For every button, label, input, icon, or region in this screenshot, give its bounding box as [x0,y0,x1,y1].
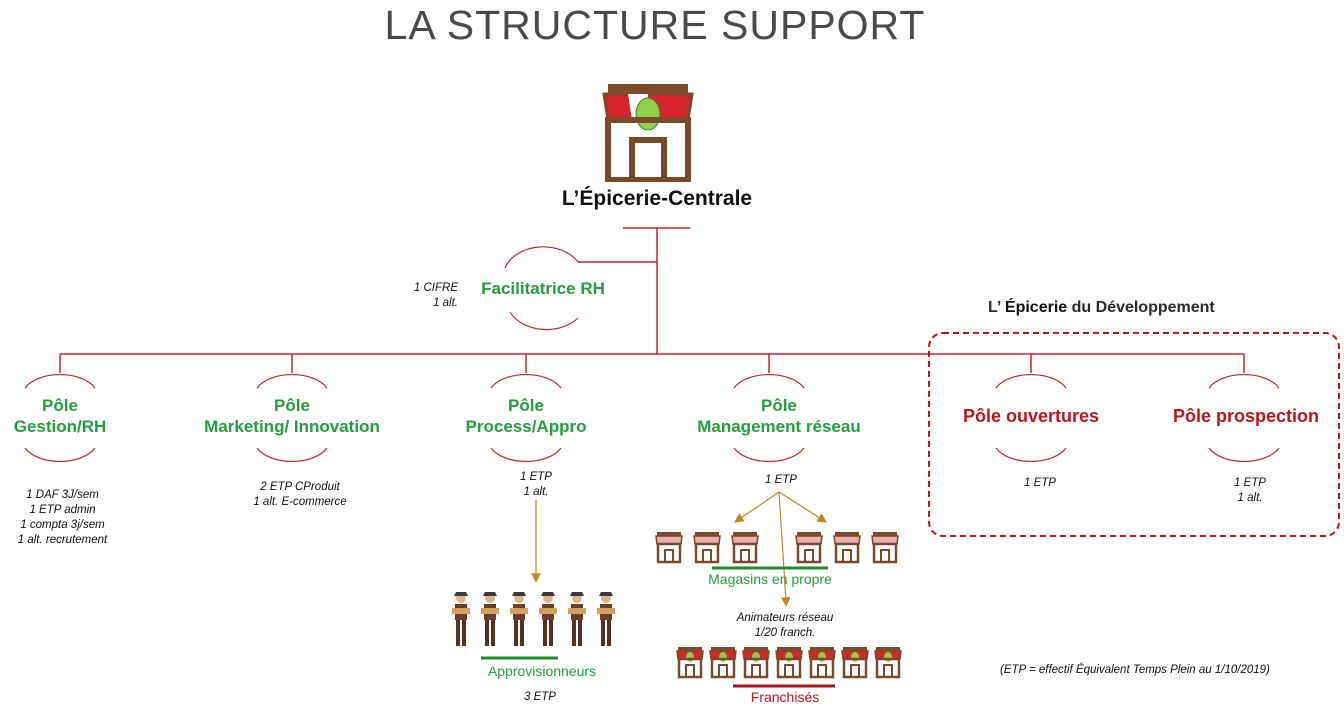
page-title: LA STRUCTURE SUPPORT [384,2,926,48]
note-line: 1 alt. [1237,492,1263,504]
pole-line: Process/Appro [465,417,587,436]
pole-prospection-notes: 1 ETP 1 alt. [1210,476,1290,506]
hq-name: L’Épicerie-Centrale [561,187,753,210]
facilitatrice-note-line: 1 alt. [433,297,458,309]
note-line: 1 ETP [1234,477,1266,489]
note-line: Animateurs réseau [736,612,834,624]
note-line: 2 ETP CProduit [260,481,340,493]
franchises-icons [676,645,906,681]
footnote: (ETP = effectif Équivalent Temps Plein a… [1000,664,1270,676]
pole-ouvertures: Pôle ouvertures [962,406,1100,426]
note-line: 1 ETP admin [29,504,96,516]
pole-management-reseau: Pôle Management réseau [679,395,879,437]
pole-gestion-rh-notes: 1 DAF 3J/sem 1 ETP admin 1 compta 3j/sem… [0,488,125,548]
pole-line: Pôle [274,396,310,415]
pole-process-notes: 1 ETP 1 alt. [496,470,576,500]
grocery-store-icon [602,84,694,182]
store-icon [655,530,900,564]
pole-line: Pôle [42,396,78,415]
worker-icon [452,592,615,646]
approvisionneurs-note: 3 ETP [524,691,556,703]
approvisionneurs-label: Approvisionneurs [487,663,597,679]
pole-marketing-notes: 2 ETP CProduit 1 alt. E-commerce [230,480,370,510]
note-line: 1 alt. [523,486,549,498]
magasins-label: Magasins en propre [708,571,832,587]
note-line: 1 ETP [765,474,797,486]
note-line: 1/20 franch. [754,627,816,639]
franchise-store-icon [676,645,903,679]
franchises-label: Franchisés [750,689,820,705]
note-line: 1 alt. E-commerce [253,496,347,508]
pole-line: Pôle [508,396,544,415]
animateurs-note: Animateurs réseau 1/20 franch. [710,611,860,641]
note-line: 1 compta 3j/sem [20,519,105,531]
approvisionneurs-icons [449,590,629,650]
pole-line: Marketing/ Innovation [204,417,380,436]
pole-gestion-rh: Pôle Gestion/RH [0,395,120,437]
pole-line: Pôle [761,396,797,415]
pole-line: Management réseau [697,417,861,436]
pole-marketing-innovation: Pôle Marketing/ Innovation [192,395,392,437]
facilitatrice-note-line: 1 CIFRE [413,282,458,294]
pole-prospection: Pôle prospection [1172,406,1320,426]
facilitatrice-note: 1 CIFRE 1 alt. [380,281,458,311]
facilitatrice-label: Facilitatrice RH [481,279,605,298]
note-line: 1 alt. recrutement [17,534,108,546]
developpement-title: L’ Épicerie du Développement [988,299,1215,316]
note-line: 1 ETP [520,471,552,483]
pole-ouvertures-notes: 1 ETP [1000,476,1080,491]
note-line: 1 ETP [1024,477,1056,489]
pole-line: Gestion/RH [13,417,107,436]
magasins-icons [655,530,905,566]
pole-process-appro: Pôle Process/Appro [451,395,601,437]
pole-management-notes: 1 ETP [741,473,821,488]
note-line: 1 DAF 3J/sem [26,489,99,501]
